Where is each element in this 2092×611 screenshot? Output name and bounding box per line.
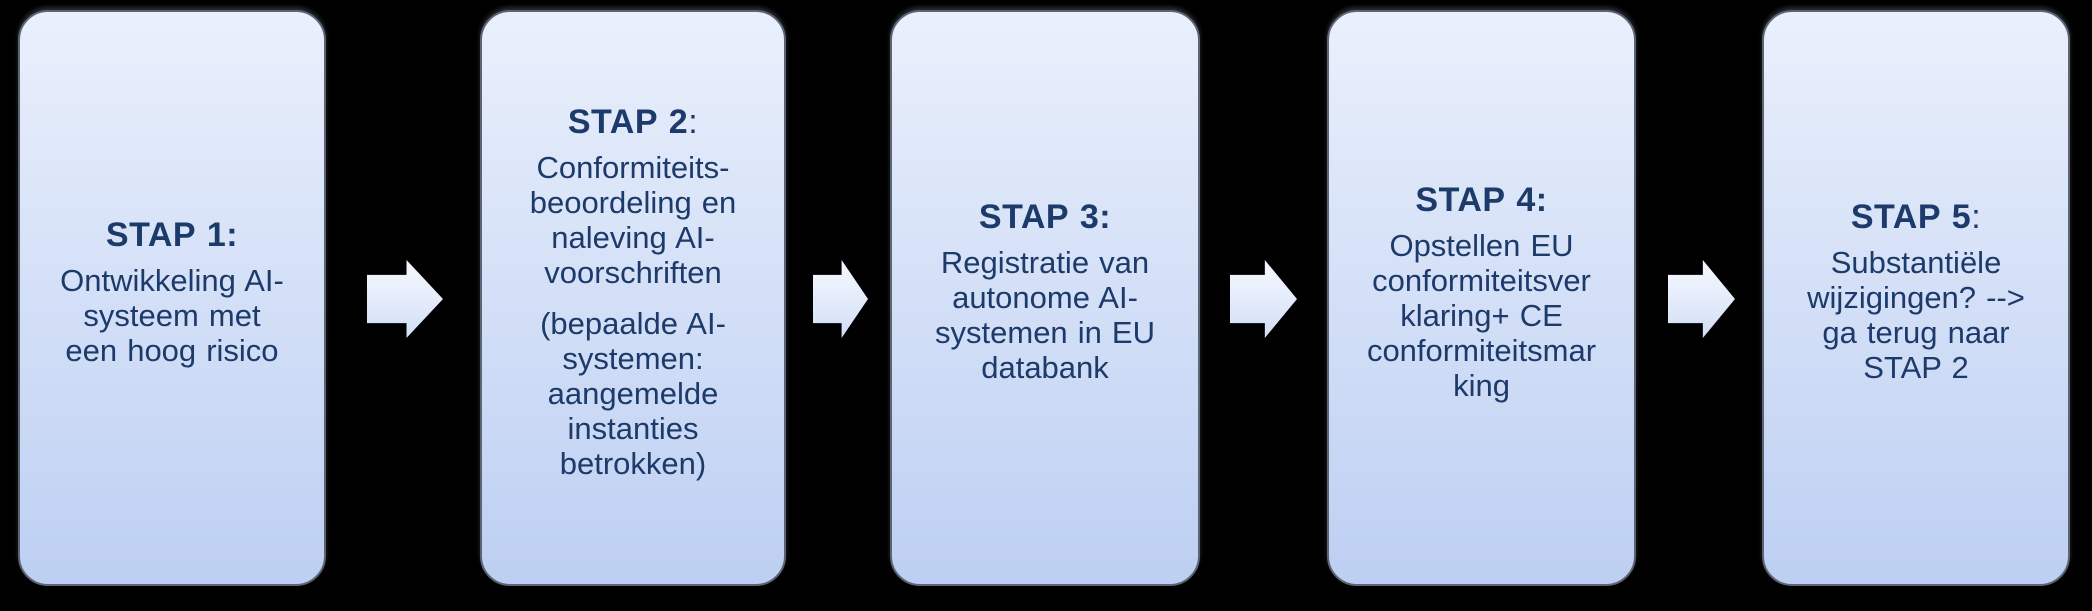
right-arrow-icon — [1230, 260, 1297, 338]
step-4-text: STAP 4: Opstellen EU conformiteitsver kl… — [1329, 180, 1634, 417]
step-5-body: Substantiële wijzigingen? --> ga terug n… — [1807, 245, 2025, 385]
step-box-1: STAP 1: Ontwikkeling AI- systeem met een… — [18, 10, 326, 586]
step-1-text: STAP 1: Ontwikkeling AI- systeem met een… — [20, 215, 324, 382]
step-2-text: STAP 2: Conformiteits- beoordeling en na… — [482, 102, 784, 495]
step-3-body: Registratie van autonome AI- systemen in… — [935, 245, 1155, 385]
step-2-title: STAP 2: — [498, 102, 768, 142]
step-4-title: STAP 4: — [1345, 180, 1618, 220]
right-arrow-icon — [813, 260, 868, 338]
step-2-title-bold: STAP 2 — [567, 102, 689, 141]
step-3-text: STAP 3: Registratie van autonome AI- sys… — [892, 197, 1198, 399]
step-2-body-secondary: (bepaalde AI- systemen: aangemelde insta… — [540, 305, 726, 481]
step-5-title-bold: STAP 5 — [1850, 198, 1972, 236]
step-2-title-rest: : — [688, 102, 699, 141]
step-box-5: STAP 5: Substantiële wijzigingen? --> ga… — [1762, 10, 2070, 586]
step-4-body: Opstellen EU conformiteitsver klaring+ C… — [1366, 227, 1597, 403]
step-box-2: STAP 2: Conformiteits- beoordeling en na… — [480, 10, 786, 586]
step-5-text: STAP 5: Substantiële wijzigingen? --> ga… — [1764, 197, 2068, 399]
step-2-body: Conformiteits- beoordeling en naleving A… — [529, 149, 737, 290]
step-3-title: STAP 3: — [908, 197, 1182, 237]
right-arrow-icon — [367, 260, 443, 338]
step-box-3: STAP 3: Registratie van autonome AI- sys… — [890, 10, 1200, 586]
step-3-title-bold: STAP 3: — [978, 198, 1112, 236]
step-box-4: STAP 4: Opstellen EU conformiteitsver kl… — [1327, 10, 1636, 586]
step-1-title-bold: STAP 1: — [105, 215, 239, 254]
step-4-title-bold: STAP 4: — [1415, 180, 1548, 219]
step-5-title: STAP 5: — [1780, 197, 2052, 237]
step-5-title-rest: : — [1971, 198, 1982, 236]
step-1-title: STAP 1: — [36, 215, 308, 255]
right-arrow-icon — [1668, 260, 1735, 338]
step-1-body: Ontwikkeling AI- systeem met een hoog ri… — [60, 262, 284, 368]
